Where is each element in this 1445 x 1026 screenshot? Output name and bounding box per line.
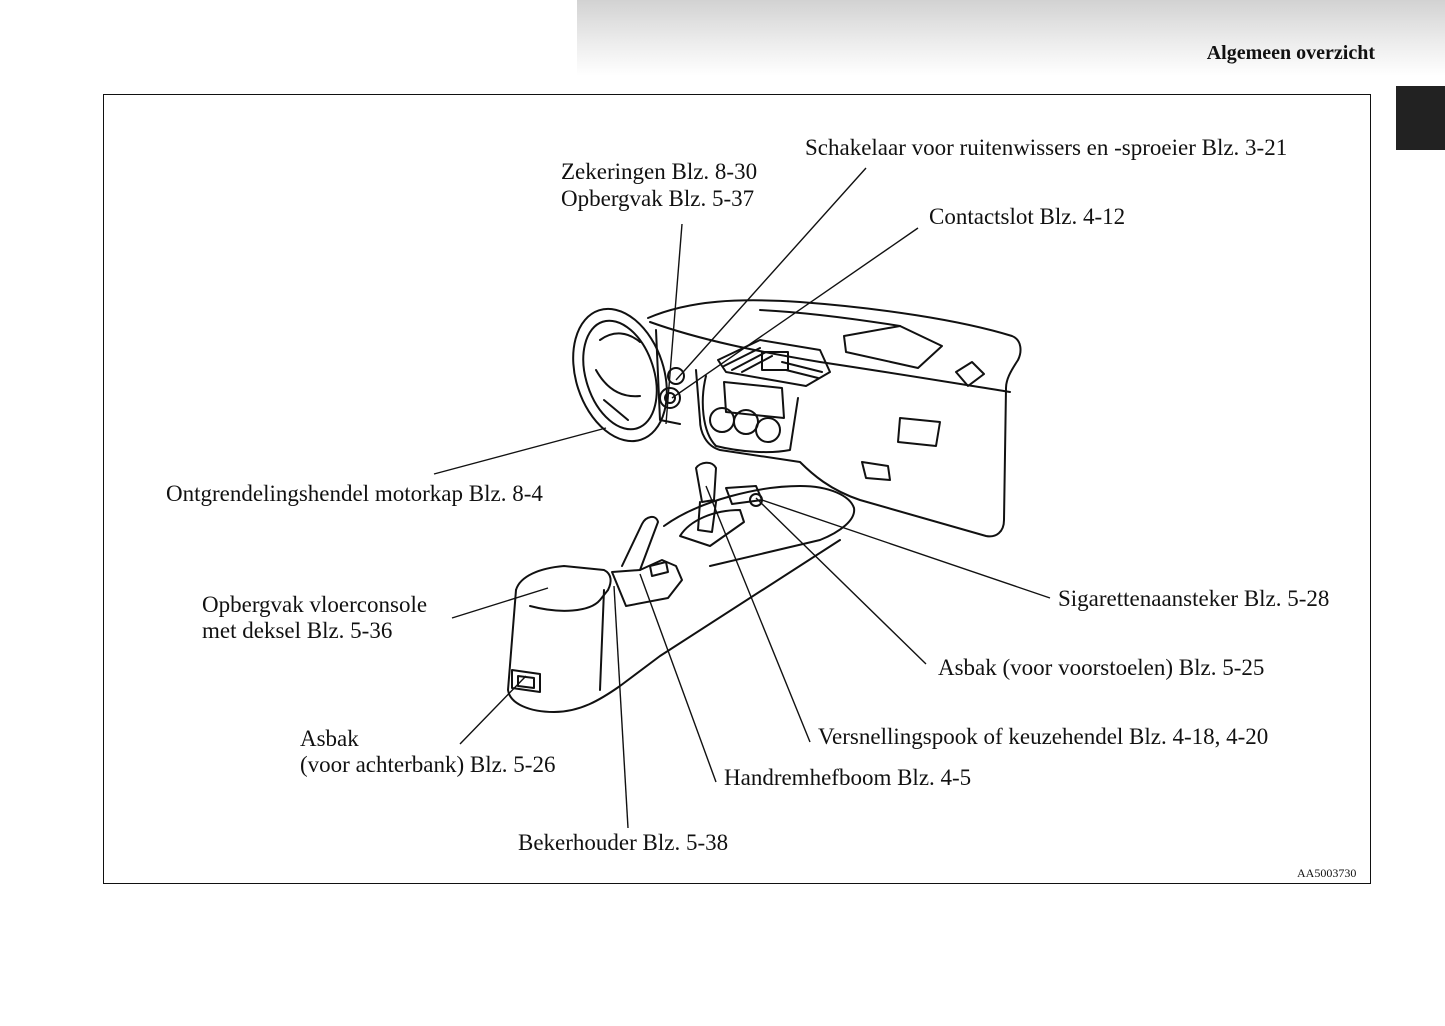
chapter-tab	[1396, 86, 1445, 150]
label-cup-holder: Bekerhouder Blz. 5-38	[518, 830, 729, 855]
label-cigarette-lighter: Sigarettenaansteker Blz. 5-28	[1058, 586, 1330, 611]
header-band	[577, 0, 1445, 76]
label-storage: Opbergvak Blz. 5-37	[561, 186, 755, 211]
figure-code: AA5003730	[1297, 866, 1357, 880]
label-console-box-line1: Opbergvak vloerconsole	[202, 592, 428, 617]
label-rear-ashtray-line2: (voor achterbank) Blz. 5-26	[300, 752, 556, 777]
label-wiper-switch: Schakelaar voor ruitenwissers en -sproei…	[805, 135, 1288, 160]
label-hood-release: Ontgrendelingshendel motorkap Blz. 8-4	[166, 481, 543, 506]
label-console-box-line2: met deksel Blz. 5-36	[202, 618, 393, 643]
label-ignition: Contactslot Blz. 4-12	[929, 204, 1126, 229]
label-fuses: Zekeringen Blz. 8-30	[561, 159, 758, 184]
section-title: Algemeen overzicht	[1206, 42, 1375, 64]
label-front-ashtray: Asbak (voor voorstoelen) Blz. 5-25	[938, 655, 1265, 680]
figure-frame	[103, 94, 1371, 884]
label-gear-lever: Versnellingspook of keuzehendel Blz. 4-1…	[818, 724, 1269, 749]
label-rear-ashtray-line1: Asbak	[300, 726, 359, 751]
label-handbrake: Handremhefboom Blz. 4-5	[724, 765, 972, 790]
